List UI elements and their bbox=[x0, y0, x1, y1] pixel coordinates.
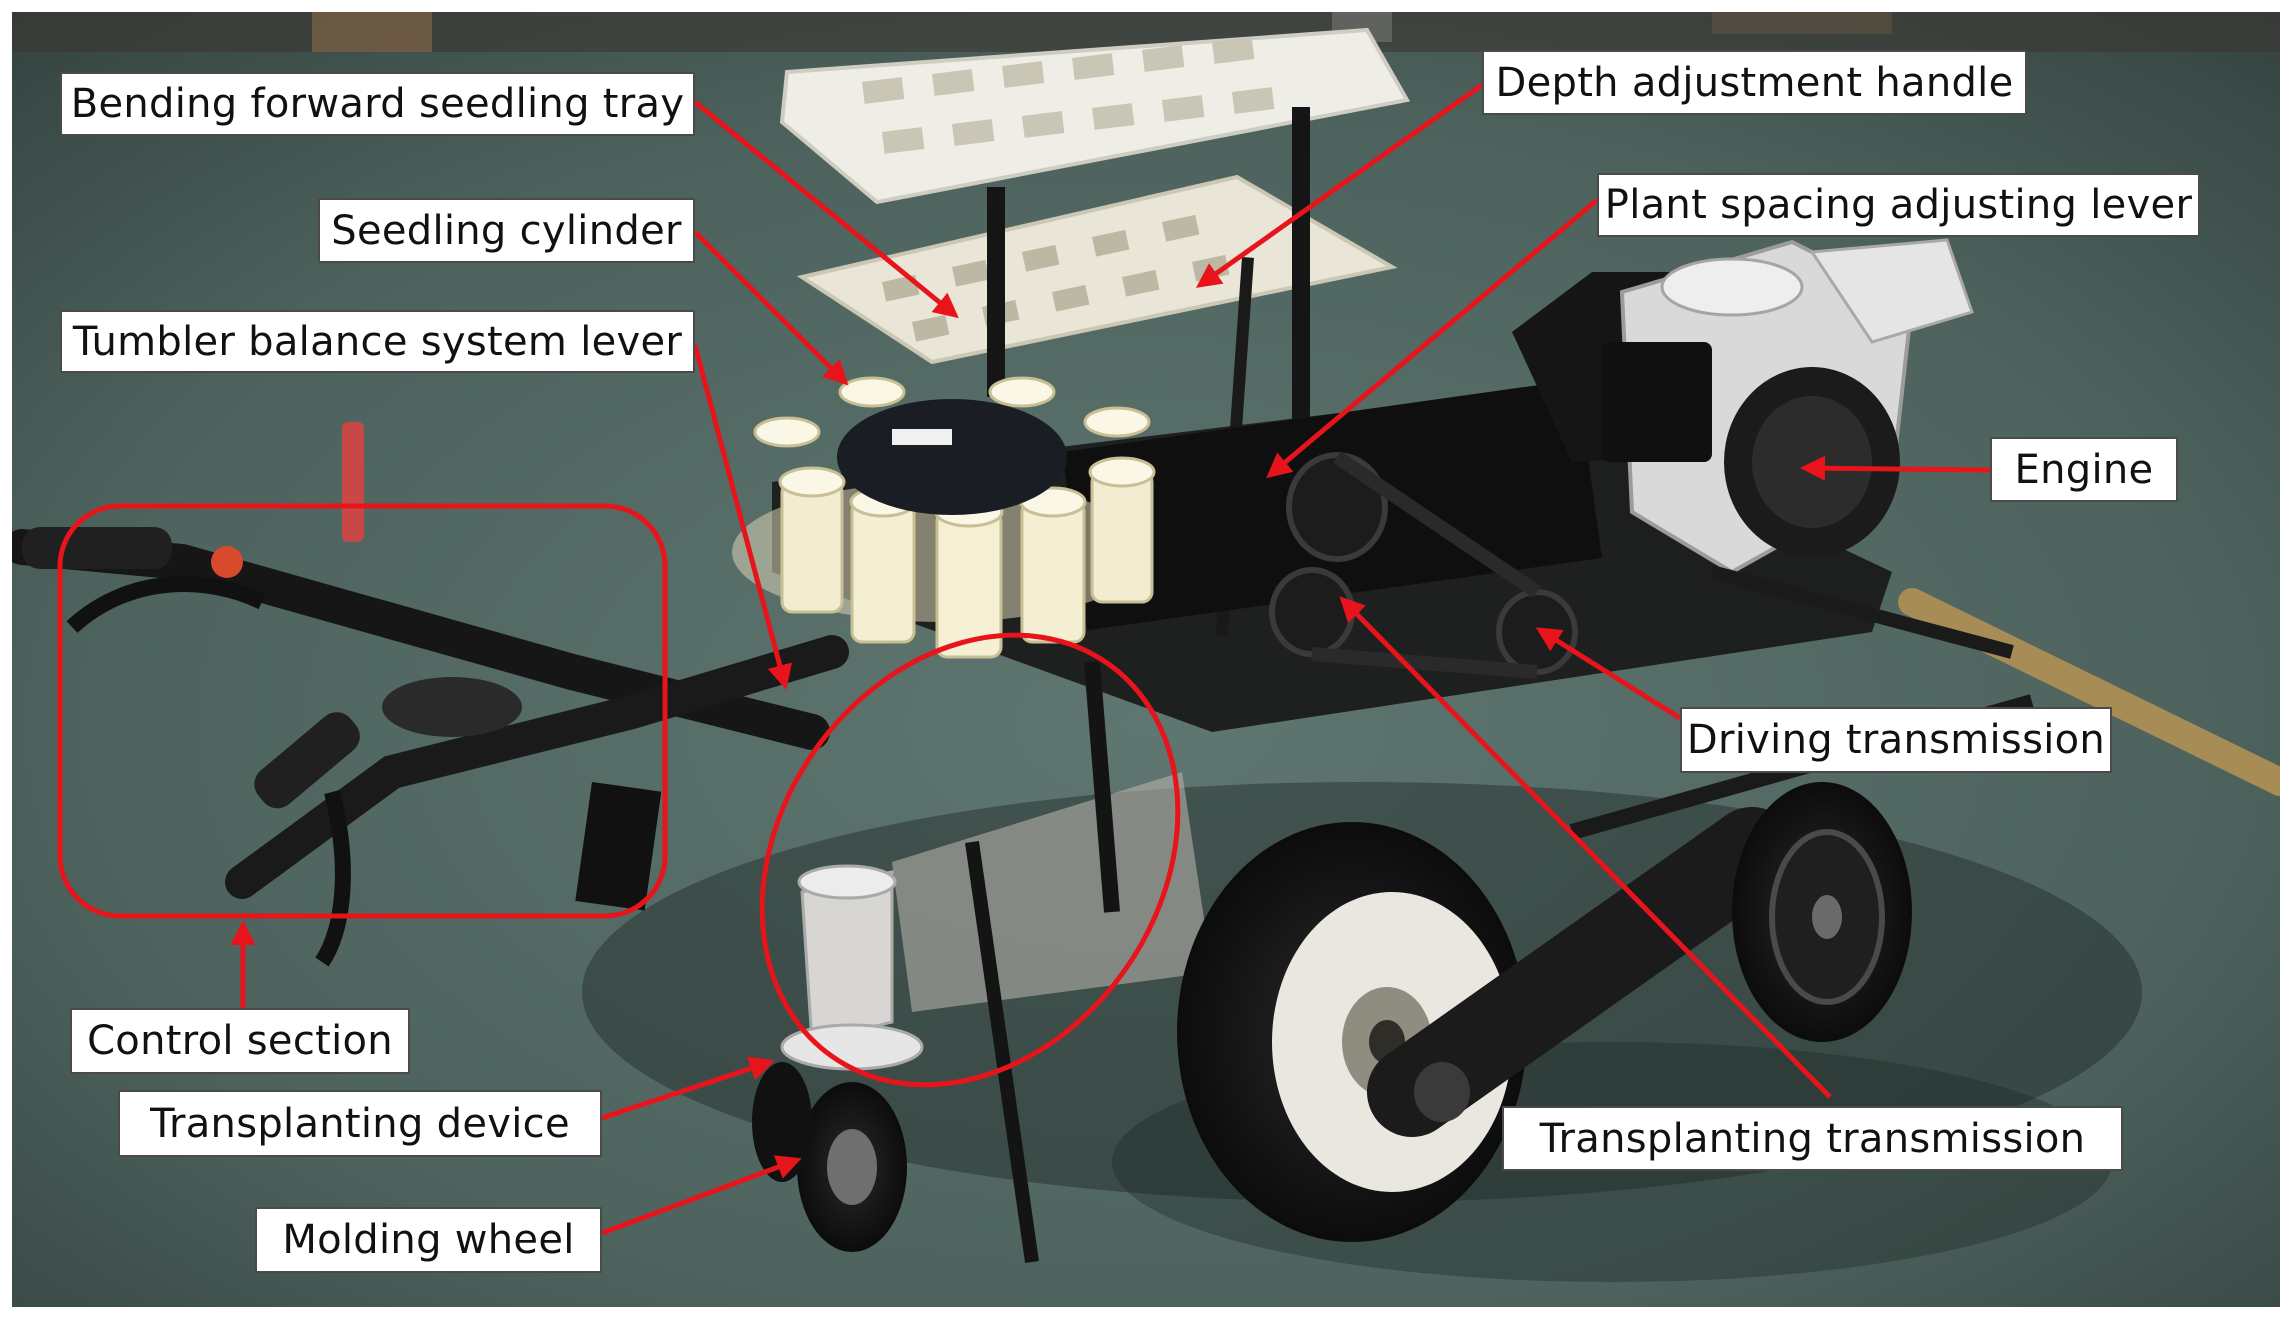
label-driving-transmission: Driving transmission bbox=[1680, 707, 2112, 773]
label-molding-wheel: Molding wheel bbox=[255, 1207, 602, 1273]
transplanting-device-outline bbox=[759, 632, 1181, 1088]
arrow-seedling-cylinder bbox=[693, 230, 849, 386]
arrow-driving-transmission bbox=[1535, 627, 1682, 721]
arrow-bending-forward-seedling-tray bbox=[693, 100, 959, 319]
arrow-molding-wheel bbox=[601, 1155, 802, 1236]
label-seedling-cylinder: Seedling cylinder bbox=[318, 198, 695, 263]
label-engine: Engine bbox=[1990, 437, 2178, 502]
arrow-engine bbox=[1800, 455, 1991, 481]
arrow-tumbler-balance-system-lever bbox=[692, 344, 792, 690]
label-depth-adjustment-handle: Depth adjustment handle bbox=[1482, 50, 2027, 115]
label-transplanting-device: Transplanting device bbox=[118, 1090, 602, 1157]
label-bending-forward-seedling-tray: Bending forward seedling tray bbox=[60, 72, 695, 136]
label-transplanting-transmission: Transplanting transmission bbox=[1502, 1106, 2123, 1171]
arrow-transplanting-transmission bbox=[1339, 596, 1832, 1099]
control-section-outline bbox=[57, 503, 668, 919]
arrow-depth-adjustment-handle bbox=[1195, 82, 1484, 288]
arrow-plant-spacing-adjusting-lever bbox=[1266, 198, 1599, 479]
label-plant-spacing-adjusting-lever: Plant spacing adjusting lever bbox=[1597, 173, 2200, 237]
label-control-section: Control section bbox=[70, 1008, 410, 1074]
arrow-transplanting-device bbox=[601, 1056, 775, 1121]
label-tumbler-balance-system-lever: Tumbler balance system lever bbox=[60, 310, 695, 373]
